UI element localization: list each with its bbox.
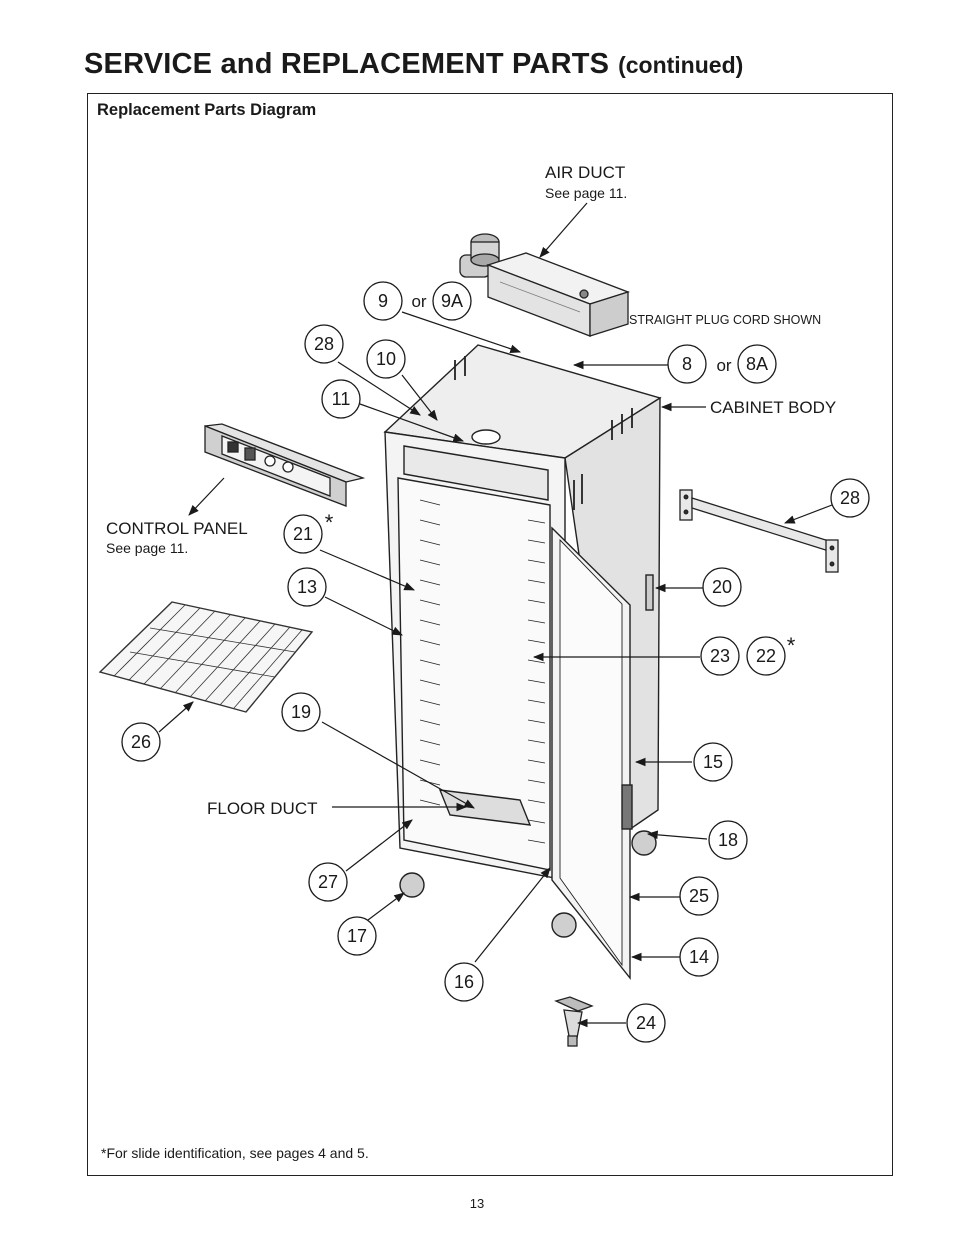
callout-28b-circle <box>830 478 870 518</box>
or-9: or <box>411 292 426 311</box>
page-title: SERVICE and REPLACEMENT PARTS (continued… <box>84 44 743 81</box>
floor-duct-label: FLOOR DUCT <box>207 799 318 818</box>
cord-note: STRAIGHT PLUG CORD SHOWN <box>629 313 821 327</box>
callout-17: 17 <box>347 926 367 946</box>
callout-14-circle <box>679 937 719 977</box>
frame-label: Replacement Parts Diagram <box>97 101 317 119</box>
callout-26: 26 <box>131 732 151 752</box>
callout-15-circle <box>693 742 733 782</box>
callout-24-circle <box>626 1003 666 1043</box>
callout-10-circle <box>366 339 406 379</box>
star-21: * <box>325 510 334 535</box>
callout-21-circle <box>283 514 323 554</box>
callout-25: 25 <box>689 886 709 906</box>
callout-9a-circle <box>432 281 472 321</box>
or-8: or <box>716 356 731 375</box>
title-main: SERVICE and REPLACEMENT PARTS <box>84 48 610 80</box>
callout-8a-circle <box>737 344 777 384</box>
callout-22-circle <box>746 636 786 676</box>
callout-18: 18 <box>718 830 738 850</box>
star-22: * <box>787 633 796 658</box>
door-bracket-drawing <box>679 489 839 573</box>
callout-20: 20 <box>712 577 732 597</box>
leg-drawing <box>554 996 594 1047</box>
callout-27: 27 <box>318 872 338 892</box>
control-panel-drawing <box>204 423 366 507</box>
wire-shelf-drawing <box>98 601 314 713</box>
callout-10: 10 <box>376 349 396 369</box>
footnote: *For slide identification, see pages 4 a… <box>101 1145 369 1161</box>
callout-11-circle <box>321 379 361 419</box>
callout-28a-circle <box>304 324 344 364</box>
control-panel-label: CONTROL PANEL <box>106 519 248 538</box>
callout-14: 14 <box>689 947 709 967</box>
callout-15: 15 <box>703 752 723 772</box>
callout-18-circle <box>708 820 748 860</box>
callout-24: 24 <box>636 1013 656 1033</box>
callout-19: 19 <box>291 702 311 722</box>
callout-21: 21 <box>293 524 313 544</box>
callout-13-circle <box>287 567 327 607</box>
callout-8: 8 <box>682 354 692 374</box>
callout-8a: 8A <box>746 354 768 374</box>
callout-28a: 28 <box>314 334 334 354</box>
callout-9: 9 <box>378 291 388 311</box>
callout-9a: 9A <box>441 291 463 311</box>
air-duct-ref: See page 11. <box>545 185 627 201</box>
callout-circles <box>121 281 870 1043</box>
air-duct-label: AIR DUCT <box>545 163 625 182</box>
callout-20-circle <box>702 567 742 607</box>
callout-22: 22 <box>756 646 776 666</box>
callout-13: 13 <box>297 577 317 597</box>
callout-26-circle <box>121 722 161 762</box>
callout-17-circle <box>337 916 377 956</box>
diagram-frame <box>87 93 893 1176</box>
callout-8-circle <box>667 344 707 384</box>
callout-11: 11 <box>332 389 351 409</box>
leader-lines <box>158 202 833 1028</box>
cabinet-body-label: CABINET BODY <box>710 398 836 417</box>
title-continued: (continued) <box>618 52 744 78</box>
cabinet-drawing <box>383 344 662 981</box>
callout-23: 23 <box>710 646 730 666</box>
control-panel-ref: See page 11. <box>106 540 188 556</box>
callout-23-circle <box>700 636 740 676</box>
callout-27-circle <box>308 862 348 902</box>
page-number: 13 <box>469 1196 485 1211</box>
callout-numbers: 9 9A 8 8A 28 10 11 28 21 13 20 23 22 19 … <box>131 291 860 1033</box>
callout-16-circle <box>444 962 484 1002</box>
callout-25-circle <box>679 876 719 916</box>
callout-19-circle <box>281 692 321 732</box>
callout-9-circle <box>363 281 403 321</box>
air-duct-drawing <box>459 233 630 337</box>
callout-16: 16 <box>454 972 474 992</box>
callout-28b: 28 <box>840 488 860 508</box>
